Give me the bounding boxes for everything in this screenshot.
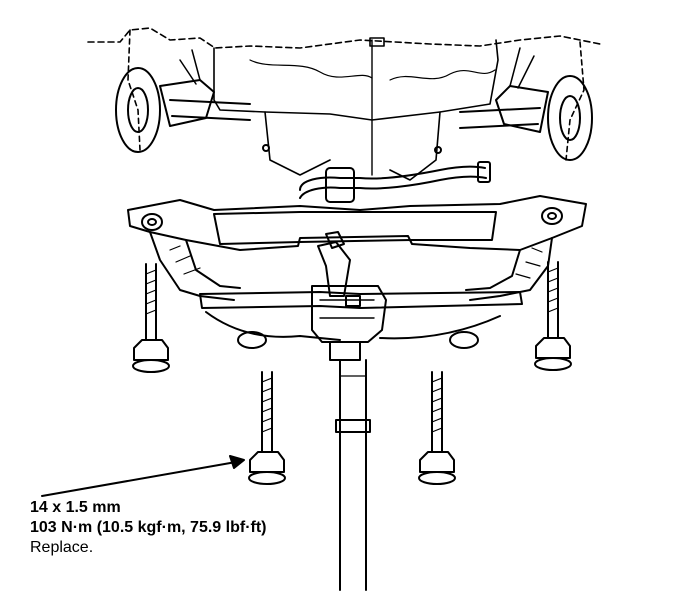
jack-head	[311, 285, 387, 361]
bolt-front-left-upper	[132, 263, 170, 373]
callout-leader-arrow	[41, 455, 245, 497]
torque-callout: 14 x 1.5 mm 103 N·m (10.5 kgf·m, 75.9 lb…	[30, 498, 267, 558]
bolt-size-label: 14 x 1.5 mm	[30, 499, 121, 516]
torque-spec-label: 103 N·m (10.5 kgf·m, 75.9 lbf·ft)	[30, 519, 267, 536]
bolt-rear-right-lower	[418, 371, 456, 485]
bolt-front-right-upper	[534, 261, 572, 371]
right-hub-assembly	[434, 47, 593, 161]
hose-assembly	[299, 161, 491, 203]
bolt-rear-left-lower	[248, 371, 286, 485]
jack-post	[335, 359, 371, 591]
replace-note: Replace.	[30, 539, 94, 556]
front-subframe	[127, 195, 587, 349]
left-hub-assembly	[115, 49, 270, 153]
